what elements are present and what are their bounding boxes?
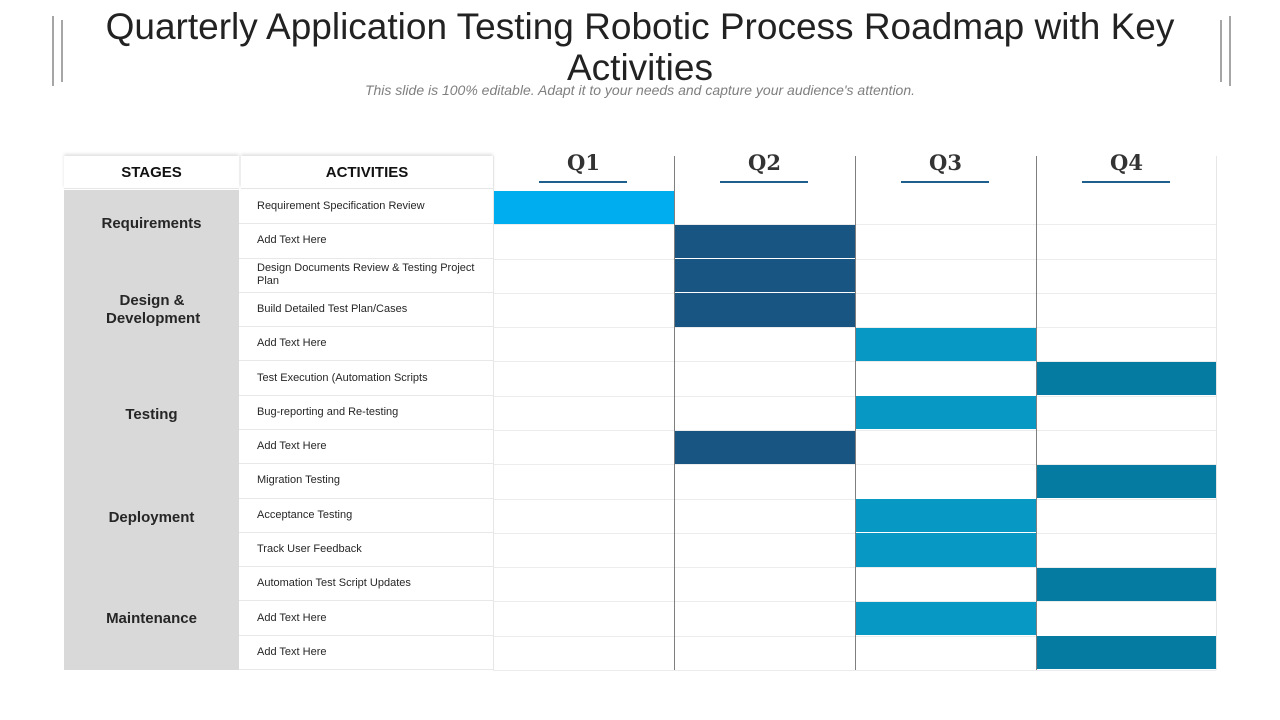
grid-row-line — [493, 395, 1216, 397]
slide-title: Quarterly Application Testing Robotic Pr… — [105, 6, 1175, 88]
quarter-divider — [674, 156, 675, 670]
grid-row-line — [493, 670, 1216, 671]
grid-row-line — [493, 464, 1216, 466]
quarter-header-q2: Q2 — [674, 150, 855, 186]
activity-row-2: Add Text Here — [239, 224, 493, 259]
quarter-underline — [539, 181, 627, 183]
activity-row-3: Design Documents Review & Testing Projec… — [239, 258, 493, 293]
activity-row-12: Automation Test Script Updates — [239, 567, 493, 602]
activity-row-14: Add Text Here — [239, 635, 493, 670]
gantt-bar-row-6-q4 — [1036, 361, 1217, 396]
grid-row-line — [493, 532, 1216, 534]
quarter-header-q1: Q1 — [493, 150, 674, 186]
gantt-bar-row-4-q2 — [674, 293, 855, 327]
quarter-label: Q4 — [1110, 150, 1143, 175]
activity-row-9: Migration Testing — [239, 464, 493, 499]
quarter-label: Q2 — [748, 150, 781, 175]
quarter-label: Q3 — [929, 150, 962, 175]
activities-header: ACTIVITIES — [241, 156, 493, 189]
grid-row-line — [493, 361, 1216, 363]
stages-header: STAGES — [64, 156, 239, 189]
quarter-divider — [493, 156, 494, 670]
bracket-bar — [52, 16, 54, 86]
gantt-bar-row-7-q3 — [855, 396, 1036, 430]
slide-subtitle: This slide is 100% editable. Adapt it to… — [364, 82, 916, 98]
activity-row-1: Requirement Specification Review — [239, 190, 493, 225]
grid-row-line — [493, 601, 1216, 603]
gantt-bar-row-11-q3 — [855, 533, 1036, 567]
activity-row-6: Test Execution (Automation Scripts — [239, 361, 493, 396]
grid-row-line — [493, 567, 1216, 569]
activity-row-11: Track User Feedback — [239, 532, 493, 568]
stage-requirements: Requirements — [101, 215, 202, 232]
gantt-bar-row-9-q4 — [1036, 464, 1217, 499]
stage-maintenance: Maintenance — [106, 610, 197, 627]
gantt-bar-row-8-q2 — [674, 430, 855, 464]
quarter-underline — [901, 181, 989, 183]
gantt-bar-row-14-q4 — [1036, 636, 1217, 670]
gantt-bar-row-12-q4 — [1036, 567, 1217, 601]
gantt-bar-row-2-q2 — [674, 224, 855, 259]
grid-row-line — [493, 635, 1216, 637]
right-bracket-decoration — [1220, 16, 1232, 86]
gantt-bar-row-3-q2 — [674, 259, 855, 293]
grid-row-line — [493, 498, 1216, 500]
left-bracket-decoration — [52, 16, 64, 86]
bracket-bar — [1229, 16, 1231, 86]
bracket-bar — [61, 20, 63, 82]
activity-row-8: Add Text Here — [239, 430, 493, 465]
bracket-bar — [1220, 20, 1222, 82]
quarter-divider — [1036, 156, 1037, 670]
activity-row-13: Add Text Here — [239, 601, 493, 636]
quarter-divider — [1216, 156, 1217, 670]
activity-row-5: Add Text Here — [239, 327, 493, 362]
gantt-bar-row-13-q3 — [855, 601, 1036, 636]
quarter-underline — [720, 181, 808, 183]
grid-row-line — [493, 327, 1216, 329]
activity-row-10: Acceptance Testing — [239, 498, 493, 533]
activity-row-4: Build Detailed Test Plan/Cases — [239, 292, 493, 328]
quarter-label: Q1 — [567, 150, 600, 175]
activity-row-7: Bug-reporting and Re-testing — [239, 395, 493, 430]
quarter-header-q4: Q4 — [1036, 150, 1217, 186]
quarter-underline — [1082, 181, 1170, 183]
gantt-bar-row-10-q3 — [855, 499, 1036, 533]
stage-design-development: Design & Development — [106, 292, 201, 327]
stage-deployment: Deployment — [108, 509, 195, 526]
stages-column: Requirements Design & Development Testin… — [64, 190, 239, 670]
quarter-divider — [855, 156, 856, 670]
gantt-bar-row-1-q1 — [493, 190, 674, 224]
stage-testing: Testing — [125, 406, 178, 423]
gantt-bar-row-5-q3 — [855, 327, 1036, 361]
quarter-header-q3: Q3 — [855, 150, 1036, 186]
